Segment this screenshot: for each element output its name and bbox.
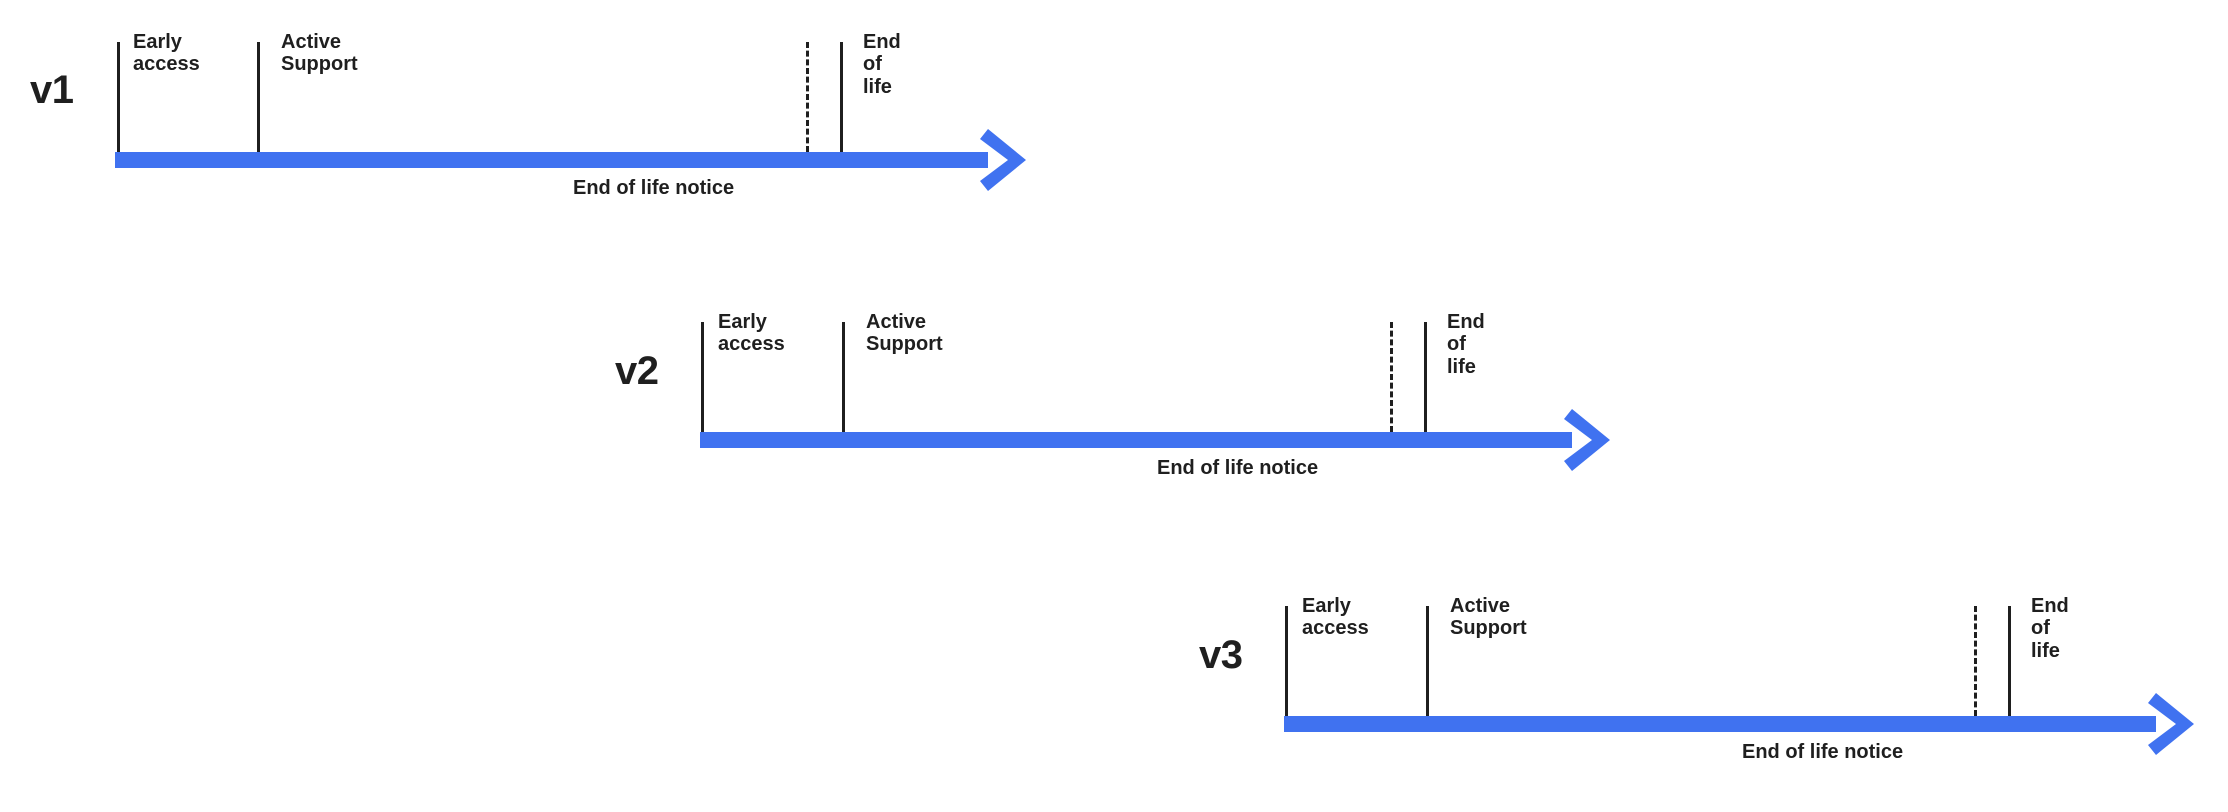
phase-divider-end-of-life-start <box>1424 322 1427 432</box>
timeline-arrow-shaft <box>115 152 988 168</box>
arrow-right-icon <box>980 129 1026 191</box>
phase-divider-early-access-start <box>701 322 704 432</box>
version-label-v3: v3 <box>1199 633 1243 677</box>
timeline-arrow-shaft <box>1284 716 2156 732</box>
arrow-right-icon <box>2148 693 2194 755</box>
end-of-life-notice-label: End of life notice <box>1742 741 1904 763</box>
phase-divider-early-access-start <box>1285 606 1288 716</box>
phase-label-active-support: Active Support <box>1450 595 1527 640</box>
phase-label-active-support: Active Support <box>281 31 358 76</box>
phase-divider-active-support-start <box>257 42 260 152</box>
phase-label-early-access: Early access <box>1302 595 1369 640</box>
version-label-v2: v2 <box>615 349 659 393</box>
phase-divider-active-support-start <box>1426 606 1429 716</box>
phase-divider-active-support-start <box>842 322 845 432</box>
phase-divider-end-of-life-notice <box>1390 322 1393 432</box>
phase-label-active-support: Active Support <box>866 311 943 356</box>
end-of-life-notice-label: End of life notice <box>573 177 735 199</box>
phase-divider-end-of-life-notice <box>1974 606 1977 716</box>
phase-label-end-of-life: End of life <box>1447 311 1485 378</box>
phase-label-early-access: Early access <box>718 311 785 356</box>
phase-label-end-of-life: End of life <box>2031 595 2069 662</box>
phase-divider-end-of-life-start <box>840 42 843 152</box>
arrow-right-icon <box>1564 409 1610 471</box>
phase-divider-end-of-life-start <box>2008 606 2011 716</box>
phase-divider-early-access-start <box>117 42 120 152</box>
end-of-life-notice-label: End of life notice <box>1157 457 1319 479</box>
version-label-v1: v1 <box>30 68 74 112</box>
phase-divider-end-of-life-notice <box>806 42 809 152</box>
phase-label-end-of-life: End of life <box>863 31 901 98</box>
phase-label-early-access: Early access <box>133 31 200 76</box>
timeline-arrow-shaft <box>700 432 1572 448</box>
